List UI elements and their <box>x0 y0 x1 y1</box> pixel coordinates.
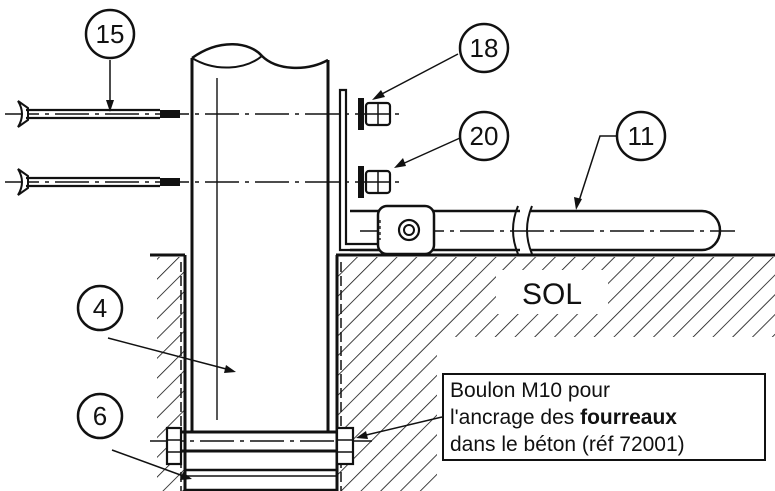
ground-label: SOL <box>522 278 582 311</box>
callout-18: 18 <box>458 22 510 74</box>
callout-11-label: 11 <box>628 121 655 151</box>
anchor-bolt-note: Boulon M10 pour l'ancrage des fourreaux … <box>442 373 766 461</box>
callout-15: 15 <box>84 8 136 60</box>
callout-20-label: 20 <box>470 121 499 151</box>
bar <box>350 204 722 256</box>
callout-20: 20 <box>458 110 510 162</box>
anchor-bolt <box>165 426 355 466</box>
callout-15-label: 15 <box>96 19 125 49</box>
nut-upper <box>358 98 392 130</box>
leader-lines <box>106 53 617 480</box>
note-line-2-bold: fourreaux <box>580 406 677 429</box>
note-line-3: dans le béton (réf 72001) <box>450 433 685 456</box>
ground-soil <box>150 253 775 491</box>
bolt-upper <box>17 100 180 128</box>
note-line-2: l'ancrage des fourreaux <box>450 404 758 431</box>
callout-6: 6 <box>76 392 124 440</box>
note-line-1: Boulon M10 pour <box>450 379 610 402</box>
post <box>190 43 330 432</box>
nut-lower <box>358 166 392 198</box>
callout-18-label: 18 <box>470 33 499 63</box>
callout-11: 11 <box>615 110 667 162</box>
note-line-2-prefix: l'ancrage des <box>450 406 581 429</box>
callout-6-label: 6 <box>93 401 107 431</box>
callout-4-label: 4 <box>93 293 107 323</box>
bolt-lower <box>17 168 180 196</box>
callout-4: 4 <box>76 284 124 332</box>
